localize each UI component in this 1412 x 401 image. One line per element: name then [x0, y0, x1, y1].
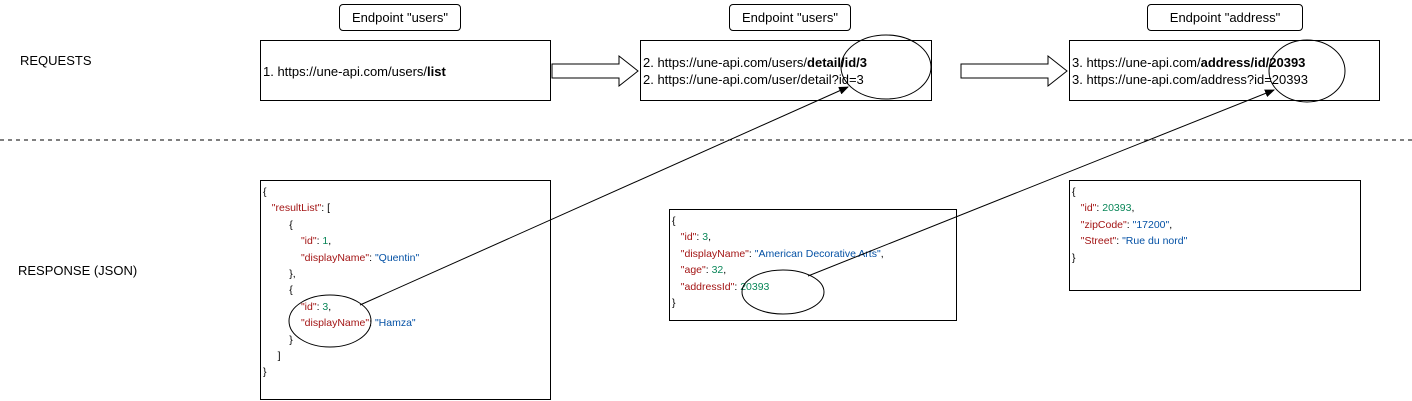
highlight-ellipse-address-id — [1268, 39, 1346, 103]
json-string: "Quentin" — [374, 251, 420, 264]
json-address-body: { "id": 20393, "zipCode": "17200", "Stre… — [1072, 186, 1188, 264]
json-key: "id" — [1080, 202, 1097, 215]
request-detail-prefix: 2. https://une-api.com/users/ — [643, 55, 808, 70]
request-list-prefix: 1. https://une-api.com/users/ — [263, 64, 428, 79]
json-number: 1 — [322, 235, 329, 248]
block-arrow-1 — [551, 54, 639, 88]
json-key: "addressId" — [680, 280, 735, 293]
json-string: "Hamza" — [374, 317, 416, 330]
response-box-list: { "resultList": [ { "id": 1, "displayNam… — [260, 180, 551, 400]
json-key: "resultList" — [271, 202, 322, 215]
request-detail-url-query: 2. https://une-api.com/user/detail?id=3 — [643, 72, 864, 87]
request-address-prefix: 3. https://une-api.com/ — [1072, 55, 1201, 70]
connector-addressid-to-address — [807, 89, 1275, 277]
response-label: RESPONSE (JSON) — [18, 263, 138, 278]
json-string: "17200" — [1132, 218, 1170, 231]
request-address-path: address/id/20393 — [1200, 55, 1306, 70]
json-number: 32 — [711, 264, 724, 277]
json-number: 3 — [322, 300, 329, 313]
requests-label: REQUESTS — [20, 53, 92, 68]
block-arrow-2 — [960, 54, 1068, 88]
highlight-ellipse-json-addressid — [741, 269, 825, 315]
json-key: "displayName" — [300, 317, 370, 330]
json-key: "Street" — [1080, 235, 1117, 248]
json-string: "American Decorative Arts" — [754, 247, 881, 260]
json-key: "zipCode" — [1080, 218, 1127, 231]
json-number: 3 — [702, 231, 709, 244]
json-detail-body: { "id": 3, "displayName": "American Deco… — [672, 215, 884, 310]
request-address-url-query: 3. https://une-api.com/address?id=20393 — [1072, 72, 1308, 87]
json-string: "Rue du nord" — [1122, 235, 1188, 248]
connector-id-to-detail — [359, 86, 849, 306]
request-list-path: list — [427, 64, 446, 79]
request-box-list: 1. https://une-api.com/users/list — [260, 40, 551, 101]
json-key: "displayName" — [680, 247, 749, 260]
endpoint-tag-users-1: Endpoint "users" — [339, 4, 461, 31]
json-key: "id" — [300, 300, 317, 313]
json-number: 20393 — [1102, 202, 1132, 215]
json-number: 20393 — [740, 280, 770, 293]
response-box-detail: { "id": 3, "displayName": "American Deco… — [669, 209, 957, 321]
endpoint-tag-users-2: Endpoint "users" — [729, 4, 851, 31]
json-key: "id" — [300, 235, 317, 248]
request-detail-url-path: 2. https://une-api.com/users/detail/id/3 — [643, 54, 867, 71]
endpoint-tag-address: Endpoint "address" — [1147, 4, 1303, 31]
highlight-ellipse-detail-id — [840, 34, 932, 100]
request-box-address: 3. https://une-api.com/address/id/20393 … — [1069, 40, 1380, 101]
response-box-address: { "id": 20393, "zipCode": "17200", "Stre… — [1069, 180, 1361, 291]
request-detail-path: detail/id/3 — [807, 55, 867, 70]
json-key: "id" — [680, 231, 697, 244]
json-key: "displayName" — [300, 251, 370, 264]
request-address-url-path: 3. https://une-api.com/address/id/20393 — [1072, 54, 1305, 71]
json-key: "age" — [680, 264, 706, 277]
highlight-ellipse-json-id — [288, 294, 372, 348]
request-box-detail: 2. https://une-api.com/users/detail/id/3… — [640, 40, 932, 101]
json-list-body: { "resultList": [ { "id": 1, "displayNam… — [263, 186, 420, 379]
request-list-url: 1. https://une-api.com/users/list — [263, 63, 446, 80]
